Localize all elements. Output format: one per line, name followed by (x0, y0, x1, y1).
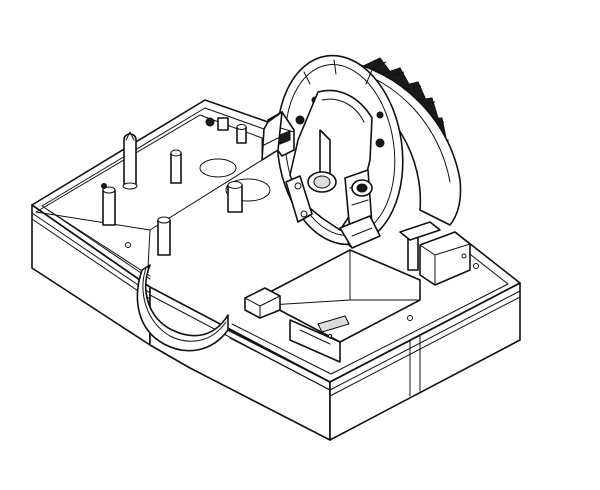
rim-screw-1 (205, 117, 215, 127)
rear-rim-bracket (261, 111, 283, 161)
right-chamber (244, 221, 479, 363)
forked-post (123, 133, 137, 186)
boss-4 (227, 184, 243, 213)
pivot-bearing (356, 183, 368, 193)
front-arch-cutout (136, 264, 229, 352)
left-chamber (35, 114, 271, 269)
boss-2 (102, 189, 116, 226)
flange-screw-2 (375, 138, 385, 148)
boss-1 (170, 152, 182, 184)
link-arm (285, 175, 313, 223)
boss-3 (157, 219, 171, 256)
housing-base (31, 99, 521, 441)
tab-block (244, 287, 281, 319)
round-opening-rear (199, 158, 237, 178)
flange-screw-1 (295, 115, 305, 125)
lower-compartment (289, 319, 341, 363)
motor-assembly (267, 54, 462, 249)
wall-groove (409, 334, 421, 397)
marking-plate (317, 315, 350, 333)
